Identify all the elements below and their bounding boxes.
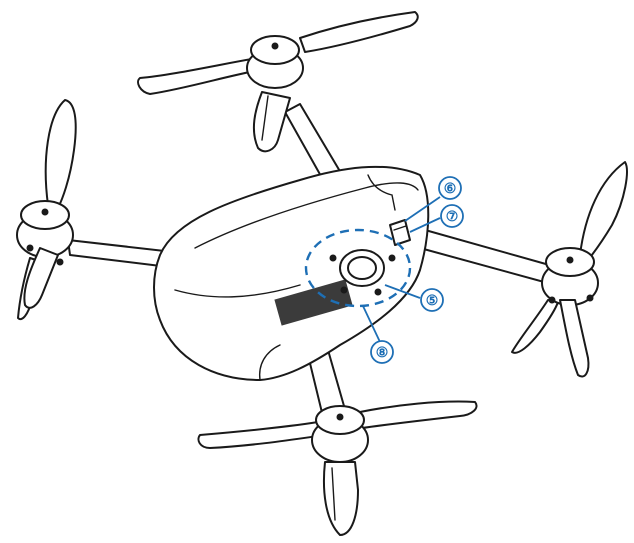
- leader-line-seven: [409, 217, 441, 233]
- callout-five: ⑤: [420, 288, 444, 312]
- callout-eight: ⑧: [370, 340, 394, 364]
- motor-left: [16, 200, 74, 258]
- landing-foot-right: [548, 294, 594, 378]
- landing-foot-left: [23, 244, 64, 309]
- callout-five-label: ⑤: [426, 292, 439, 308]
- landing-foot-top: [252, 91, 291, 153]
- propeller-right: [511, 161, 628, 354]
- callout-six-label: ⑥: [444, 180, 457, 196]
- callout-six: ⑥: [438, 176, 462, 200]
- motor-right: [541, 247, 599, 306]
- motor-top: [246, 35, 304, 89]
- propeller-top: [137, 11, 419, 95]
- landing-foot-bottom: [322, 461, 359, 536]
- callout-seven-label: ⑦: [446, 208, 459, 224]
- arm-right: [417, 227, 561, 286]
- leader-line-six: [404, 196, 441, 222]
- callout-seven: ⑦: [440, 204, 464, 228]
- sensor-highlight-ring: [304, 228, 412, 308]
- callout-eight-label: ⑧: [376, 344, 389, 360]
- leader-line-eight: [362, 305, 381, 343]
- propeller-bottom: [197, 400, 478, 449]
- motor-bottom: [311, 405, 369, 463]
- bottom-sensor: [329, 249, 396, 296]
- port-connector: [389, 219, 411, 246]
- leader-line-five: [384, 284, 421, 299]
